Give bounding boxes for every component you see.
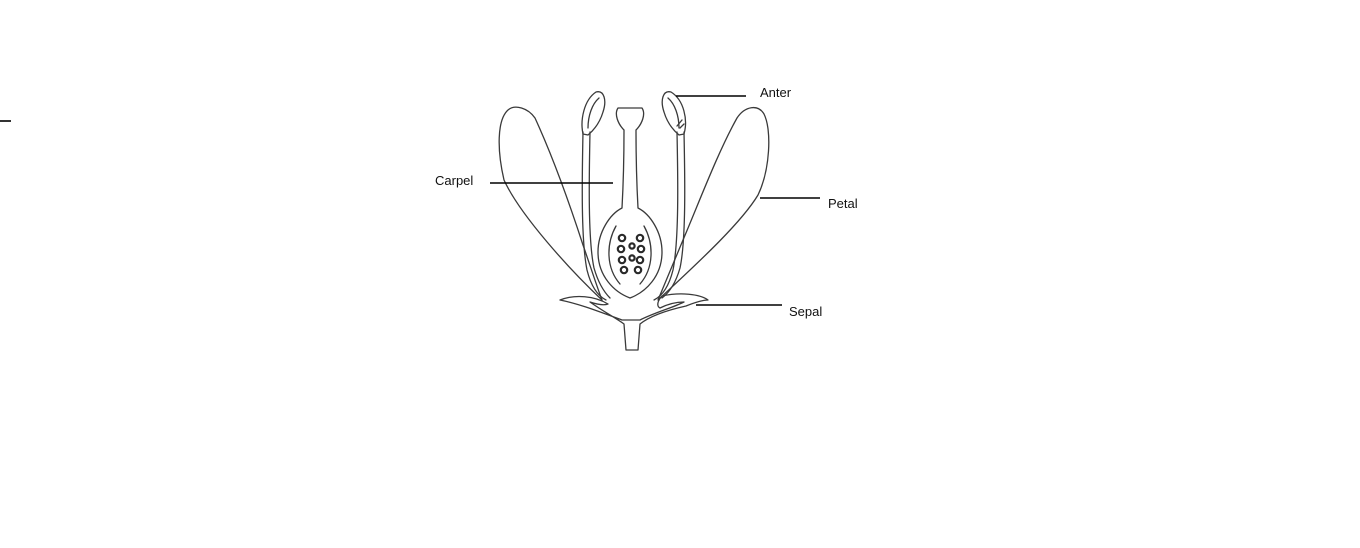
ovule	[619, 235, 625, 241]
left-anther	[582, 92, 605, 135]
ovule	[618, 246, 624, 252]
right-petal	[658, 108, 769, 300]
ovule	[619, 257, 625, 263]
label-sepal: Sepal	[789, 304, 822, 320]
ovary-inner-left	[609, 226, 620, 284]
receptacle-and-sepals	[560, 294, 708, 350]
ovule	[638, 246, 644, 252]
label-petal: Petal	[828, 196, 858, 212]
ovule	[629, 243, 634, 248]
ovule	[629, 255, 634, 260]
carpel-outline	[598, 108, 662, 298]
right-anther	[662, 92, 685, 135]
ovule	[635, 267, 641, 273]
ovule	[637, 235, 643, 241]
label-carpel: Carpel	[435, 173, 473, 189]
label-anter: Anter	[760, 85, 791, 101]
right-stamen-filament	[654, 132, 685, 300]
left-petal	[499, 107, 602, 300]
ovule	[621, 267, 627, 273]
left-stamen-filament	[582, 132, 610, 300]
ovule	[637, 257, 643, 263]
